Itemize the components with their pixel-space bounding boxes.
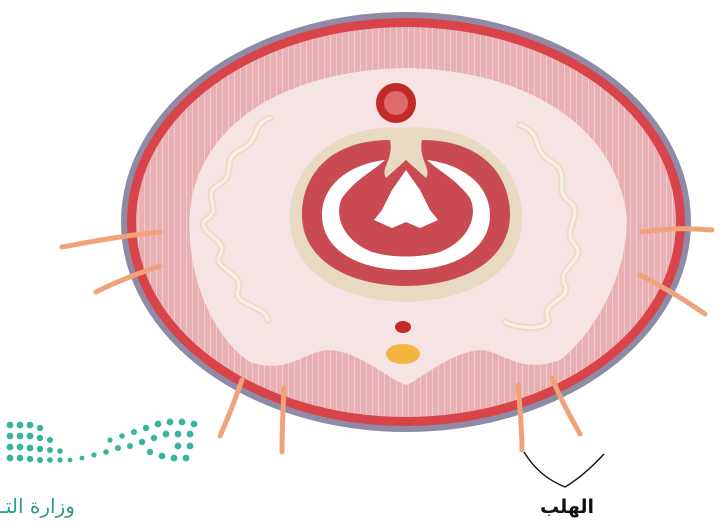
seta [220,380,242,436]
ministry-logo-dots [7,419,198,463]
ventral-blood-vessel [395,321,411,333]
dorsal-blood-vessel-inner [384,91,408,115]
ventral-nerve-cord [386,344,420,364]
setae-label: الهلب [540,496,594,518]
setae-leader-line [524,452,604,487]
seta [282,388,284,452]
ministry-logo-text: وزارة التـ [0,494,75,518]
